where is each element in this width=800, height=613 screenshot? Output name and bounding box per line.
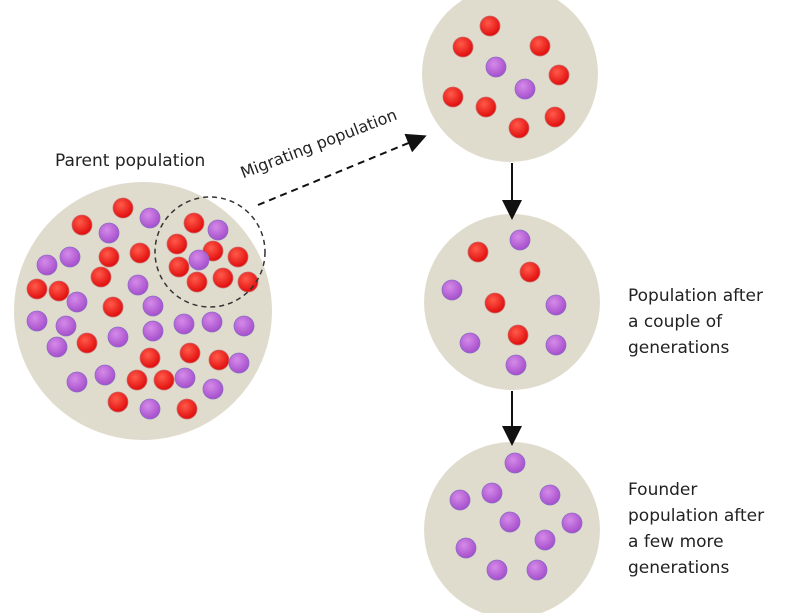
red-individual <box>90 266 112 288</box>
red-individual <box>153 369 175 391</box>
label-line: a few more <box>628 532 724 552</box>
red-individual <box>126 369 148 391</box>
red-individual <box>102 296 124 318</box>
red-individual <box>212 267 234 289</box>
purple-individual <box>107 326 129 348</box>
red-individual <box>208 349 230 371</box>
purple-individual <box>59 246 81 268</box>
red-individual <box>452 36 474 58</box>
purple-individual <box>26 310 48 332</box>
purple-individual <box>526 559 548 581</box>
red-individual <box>442 86 464 108</box>
after-couple-generations-label: Population after a couple of generations <box>628 283 763 361</box>
purple-individual <box>55 315 77 337</box>
purple-individual <box>142 320 164 342</box>
red-individual <box>168 256 190 278</box>
purple-individual <box>127 274 149 296</box>
purple-individual <box>66 371 88 393</box>
red-individual <box>26 278 48 300</box>
purple-individual <box>98 222 120 244</box>
purple-individual <box>207 219 229 241</box>
parent-population-label: Parent population <box>55 151 206 171</box>
purple-individual <box>455 537 477 559</box>
red-individual <box>98 246 120 268</box>
purple-individual <box>139 398 161 420</box>
migration-arrow <box>257 133 427 206</box>
purple-individual <box>174 367 196 389</box>
migrating-subset-dashed-circle <box>154 196 266 308</box>
red-individual <box>139 347 161 369</box>
purple-individual <box>46 336 68 358</box>
red-individual <box>519 261 541 283</box>
red-individual <box>467 241 489 263</box>
red-individual <box>484 292 506 314</box>
purple-individual <box>233 315 255 337</box>
label-line: generations <box>628 338 730 358</box>
purple-individual <box>561 512 583 534</box>
red-individual <box>507 324 529 346</box>
purple-individual <box>539 484 561 506</box>
purple-individual <box>514 78 536 100</box>
red-individual <box>76 332 98 354</box>
purple-individual <box>504 452 526 474</box>
red-individual <box>179 342 201 364</box>
purple-individual <box>534 529 556 551</box>
red-individual <box>107 391 129 413</box>
purple-individual <box>173 313 195 335</box>
label-line: a couple of <box>628 312 723 332</box>
purple-individual <box>505 354 527 376</box>
label-line: generations <box>628 558 730 578</box>
red-individual <box>129 242 151 264</box>
purple-individual <box>188 249 210 271</box>
red-individual <box>186 271 208 293</box>
purple-individual <box>545 334 567 356</box>
purple-individual <box>481 482 503 504</box>
purple-individual <box>485 56 507 78</box>
purple-individual <box>486 559 508 581</box>
purple-individual <box>509 229 531 251</box>
founder-population-label: Founder population after a few more gene… <box>628 477 764 581</box>
label-line: population after <box>628 506 765 526</box>
purple-individual <box>66 291 88 313</box>
red-individual <box>544 106 566 128</box>
red-individual <box>508 117 530 139</box>
purple-individual <box>449 489 471 511</box>
red-individual <box>237 271 259 293</box>
red-individual <box>112 197 134 219</box>
red-individual <box>71 214 93 236</box>
purple-individual <box>499 511 521 533</box>
purple-individual <box>459 332 481 354</box>
label-line: Founder <box>628 480 698 500</box>
label-line: Population after <box>628 286 763 306</box>
red-individual <box>475 96 497 118</box>
purple-individual <box>228 352 250 374</box>
migrant-population-circle <box>422 0 598 162</box>
red-individual <box>479 15 501 37</box>
purple-individual <box>545 294 567 316</box>
red-individual <box>529 35 551 57</box>
red-individual <box>166 233 188 255</box>
purple-individual <box>139 207 161 229</box>
purple-individual <box>36 254 58 276</box>
red-individual <box>48 280 70 302</box>
purple-individual <box>441 279 463 301</box>
red-individual <box>183 212 205 234</box>
red-individual <box>227 246 249 268</box>
purple-individual <box>142 295 164 317</box>
red-individual <box>176 398 198 420</box>
purple-individual <box>202 378 224 400</box>
red-individual <box>548 64 570 86</box>
purple-individual <box>201 311 223 333</box>
purple-individual <box>94 364 116 386</box>
